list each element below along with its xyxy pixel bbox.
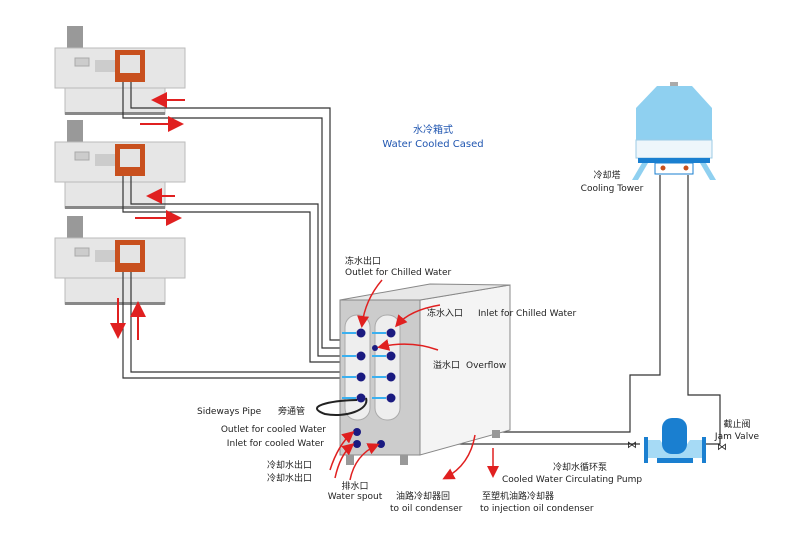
spout-cn: 排水口 <box>341 480 368 492</box>
circulating-pump <box>644 418 706 463</box>
cooling-out-cn-2: 冷却水出口 <box>267 472 312 484</box>
injection-machine-1 <box>54 25 186 116</box>
outlet-chilled-cn: 冻水出口 <box>345 255 381 267</box>
jam-valve-icon: ⋈ <box>717 442 727 453</box>
injection-cn: 至塑机油路冷却器 <box>482 490 554 502</box>
sideways-pipe <box>316 397 368 416</box>
injection-en: to injection oil condenser <box>480 504 594 514</box>
oil-cn: 油路冷却器回 <box>396 490 450 502</box>
pump-cn: 冷却水循环泵 <box>553 461 607 473</box>
sideways-pipe-en: Sideways Pipe <box>197 407 262 417</box>
valve-en: Jam Valve <box>714 432 760 442</box>
tower-cn: 冷却塔 <box>593 169 620 181</box>
title-cn: 水冷箱式 <box>413 123 453 136</box>
sideways-pipe-cn: 旁通管 <box>278 405 305 417</box>
injection-machine-3 <box>54 215 186 306</box>
outlet-cooled-en: Outlet for cooled Water <box>221 425 326 435</box>
spout-en: Water spout <box>328 492 383 502</box>
inlet-chilled-cn: 冻水入口 <box>427 307 463 319</box>
cooling-out-cn-1: 冷却水出口 <box>267 459 312 471</box>
cooling-tower <box>632 82 716 180</box>
tower-en: Cooling Tower <box>581 184 644 194</box>
overflow-en: Overflow <box>466 361 506 371</box>
oil-en: to oil condenser <box>390 504 463 514</box>
pump-en: Cooled Water Circulating Pump <box>502 475 642 485</box>
inlet-chilled-en: Inlet for Chilled Water <box>478 309 577 319</box>
valve-icon: ⋈ <box>627 440 637 451</box>
inlet-cooled-en: Inlet for cooled Water <box>227 439 324 449</box>
outlet-chilled-en: Outlet for Chilled Water <box>345 268 451 278</box>
valve-cn: 截止阀 <box>723 418 750 430</box>
title-en: Water Cooled Cased <box>382 139 483 150</box>
overflow-cn: 溢水口 <box>433 359 460 371</box>
flow-arrows <box>110 92 185 340</box>
